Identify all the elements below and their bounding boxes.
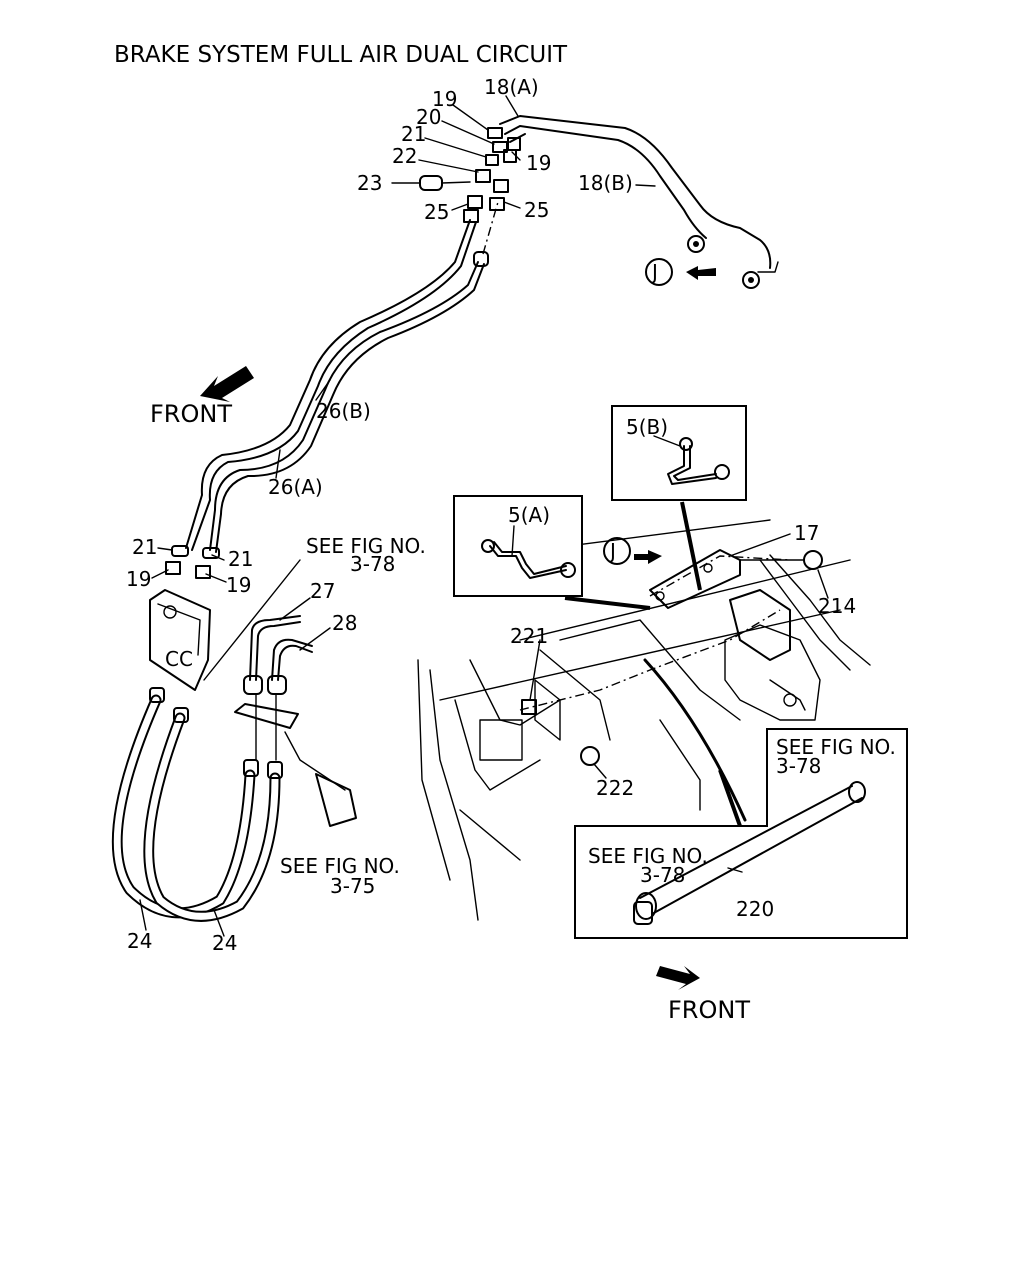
front-label-left: FRONT	[150, 400, 232, 428]
ref-fig-3-78-a-line1: SEE FIG NO.	[306, 534, 426, 558]
callout-20: 20	[416, 105, 441, 129]
callout-27: 27	[310, 579, 335, 603]
svg-text:J: J	[608, 539, 616, 563]
callout-221: 221	[510, 624, 548, 648]
valve-assembly	[521, 549, 871, 766]
diagram-title: BRAKE SYSTEM FULL AIR DUAL CIRCUIT	[114, 42, 568, 68]
callout-19: 19	[526, 151, 551, 175]
front-label-right: FRONT	[668, 996, 750, 1024]
svg-text:J: J	[650, 260, 658, 284]
callout-19: 19	[126, 567, 151, 591]
callout-21: 21	[228, 547, 253, 571]
callout-26a: 26(A)	[268, 475, 323, 499]
view-direction-arrow-icon	[634, 550, 662, 564]
callout-23: 23	[357, 171, 382, 195]
pipes-27-28	[203, 559, 357, 827]
junction-fittings	[391, 127, 521, 223]
callout-21: 21	[401, 122, 426, 146]
callout-220: 220	[736, 897, 774, 921]
callout-24: 24	[212, 931, 237, 955]
callout-222: 222	[596, 776, 634, 800]
pipe-18-assembly	[499, 115, 779, 289]
callout-labels: 18(A) 19 20 21 22 19 23 18(B) 25 25 26(B…	[126, 75, 856, 955]
callout-22: 22	[392, 144, 417, 168]
ref-fig-3-78-b-line2: 3-78	[776, 754, 821, 778]
ref-fig-3-78-c-line1: SEE FIG NO.	[588, 844, 708, 868]
view-j-marker-top: J	[645, 258, 716, 286]
callout-5b: 5(B)	[626, 415, 668, 439]
callout-25: 25	[524, 198, 549, 222]
inset-5a	[453, 495, 583, 597]
callout-18a: 18(A)	[484, 75, 539, 99]
callout-19: 19	[432, 87, 457, 111]
ref-fig-3-78-c-line2: 3-78	[640, 863, 685, 887]
inset-5b	[611, 405, 747, 501]
callout-18b: 18(B)	[578, 171, 633, 195]
pipe-26-assembly	[165, 201, 499, 579]
callout-25: 25	[424, 200, 449, 224]
callout-21: 21	[132, 535, 157, 559]
callout-24: 24	[127, 929, 152, 953]
callout-5a: 5(A)	[508, 503, 550, 527]
callout-17: 17	[794, 521, 819, 545]
callout-26b: 26(B)	[316, 399, 371, 423]
inset-220	[574, 728, 908, 939]
front-arrow-icon	[656, 966, 700, 990]
front-arrow-icon	[200, 366, 254, 402]
ref-fig-3-75-line2: 3-75	[330, 874, 375, 898]
figure-references: SEE FIG NO. 3-78 SEE FIG NO. 3-75 SEE FI…	[280, 534, 896, 898]
ref-fig-3-75-line1: SEE FIG NO.	[280, 854, 400, 878]
callout-28: 28	[332, 611, 357, 635]
leader-lines	[139, 95, 829, 937]
callout-19: 19	[226, 573, 251, 597]
svg-text:CC: CC	[165, 647, 193, 671]
ref-fig-3-78-b-line1: SEE FIG NO.	[776, 735, 896, 759]
ref-fig-3-78-a-line2: 3-78	[350, 552, 395, 576]
callout-214: 214	[818, 594, 856, 618]
view-j-marker-bottom: J	[603, 537, 662, 565]
hose-bracket: CC	[149, 589, 211, 691]
hoses-24	[111, 687, 283, 922]
